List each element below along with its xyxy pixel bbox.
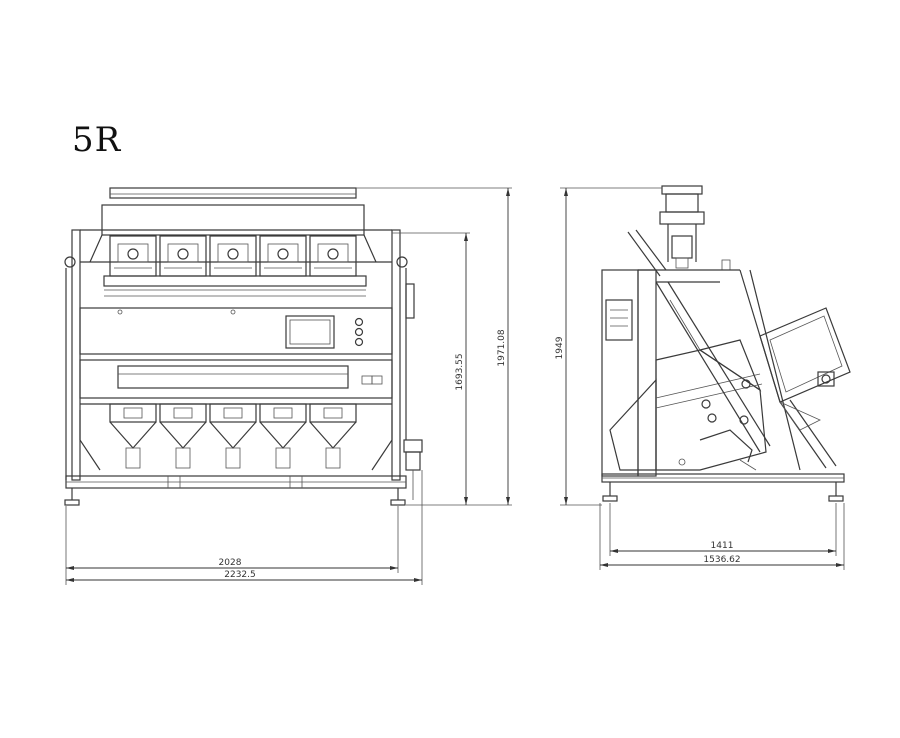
- dim-front-width-outer: 2232.5: [224, 570, 256, 580]
- side-dimensions: 1949 1411 1536.62: [555, 187, 845, 570]
- ejector-row: [109, 403, 357, 469]
- dim-side-width-inner: 1411: [711, 541, 734, 551]
- dim-front-height-outer: 1971.08: [497, 329, 507, 366]
- front-dimensions: 2028 2232.5 1693.55 1971.08: [65, 187, 512, 585]
- feeder-row: [109, 235, 357, 277]
- dim-front-width-inner: 2028: [219, 558, 242, 568]
- dim-side-height: 1949: [555, 336, 565, 359]
- dim-side-width-outer: 1536.62: [703, 555, 740, 565]
- front-view: [64, 187, 423, 506]
- side-view: [601, 185, 851, 502]
- dim-front-height-inner: 1693.55: [455, 353, 465, 390]
- model-title: 5R: [72, 120, 122, 160]
